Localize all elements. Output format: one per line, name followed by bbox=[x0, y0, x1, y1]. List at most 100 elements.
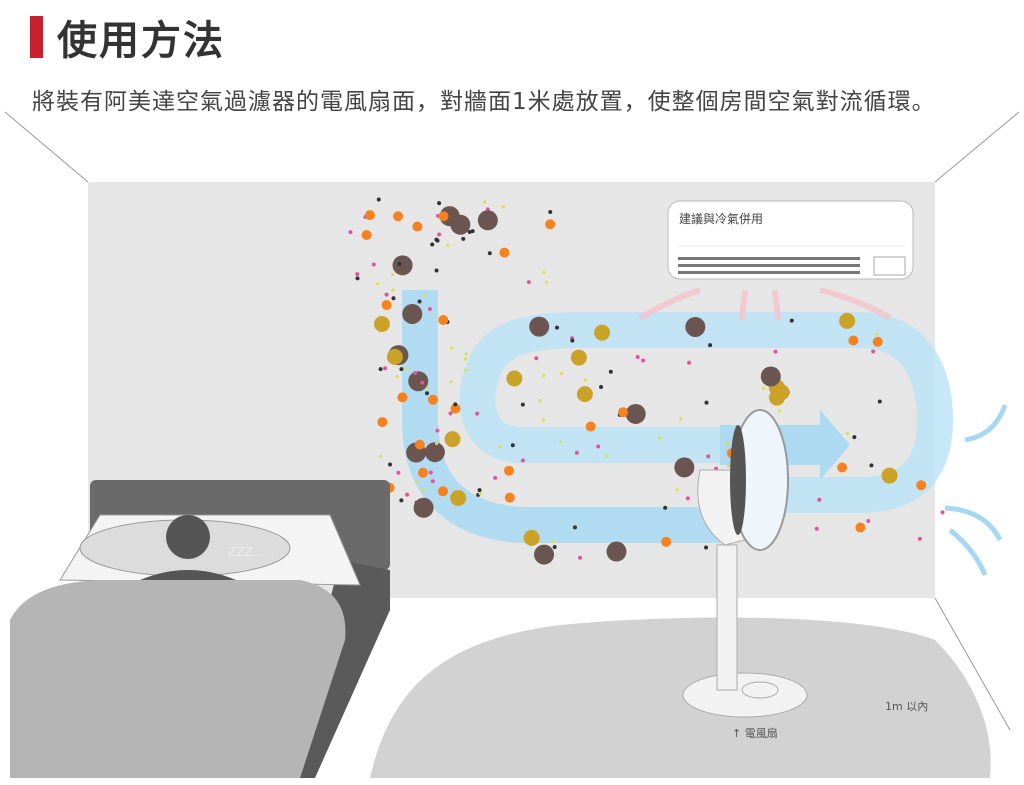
dot-particle bbox=[583, 378, 588, 382]
debris-particle bbox=[529, 316, 550, 337]
dot-particle bbox=[390, 272, 395, 277]
dust-particle bbox=[414, 439, 425, 450]
dust-particle bbox=[661, 536, 672, 547]
dot-particle bbox=[375, 282, 380, 286]
pollen-particle bbox=[881, 467, 898, 484]
dot-particle bbox=[391, 288, 395, 292]
dust-particle bbox=[855, 522, 866, 533]
dot-particle bbox=[869, 463, 874, 468]
dot-particle bbox=[510, 443, 515, 448]
air-conditioner bbox=[667, 200, 914, 280]
dot-particle bbox=[463, 357, 468, 361]
dot-particle bbox=[493, 475, 498, 480]
electric-fan bbox=[682, 409, 808, 718]
dot-particle bbox=[475, 411, 480, 416]
accent-bar bbox=[30, 16, 43, 58]
dot-particle bbox=[421, 487, 425, 491]
dot-particle bbox=[599, 384, 604, 389]
dot-particle bbox=[399, 498, 404, 503]
dot-particle bbox=[635, 354, 640, 359]
dot-particle bbox=[559, 371, 564, 376]
dot-particle bbox=[487, 251, 492, 256]
dust-particle bbox=[837, 462, 848, 473]
dust-particle bbox=[916, 480, 927, 491]
dot-particle bbox=[483, 200, 487, 204]
dot-particle bbox=[420, 380, 425, 385]
dot-particle bbox=[572, 525, 577, 530]
dust-particle bbox=[377, 417, 388, 428]
dust-particle bbox=[450, 403, 461, 414]
dot-particle bbox=[871, 349, 876, 354]
dot-particle bbox=[679, 417, 683, 421]
dot-particle bbox=[383, 366, 388, 371]
dot-particle bbox=[726, 441, 730, 446]
pollen-particle bbox=[839, 312, 856, 329]
debris-particle bbox=[760, 366, 781, 387]
dot-particle bbox=[384, 292, 389, 297]
dot-particle bbox=[413, 370, 418, 375]
dot-particle bbox=[817, 497, 822, 502]
dust-particle bbox=[848, 335, 859, 346]
dot-particle bbox=[453, 402, 458, 407]
debris-particle bbox=[674, 457, 695, 478]
pollen-particle bbox=[506, 370, 523, 387]
dot-particle bbox=[538, 398, 542, 403]
dot-particle bbox=[940, 510, 945, 515]
dust-particle bbox=[499, 247, 510, 258]
dot-particle bbox=[446, 243, 450, 248]
dot-particle bbox=[376, 197, 381, 202]
debris-particle bbox=[625, 403, 646, 424]
dot-particle bbox=[726, 464, 731, 468]
dot-particle bbox=[708, 343, 713, 348]
debris-particle bbox=[450, 214, 471, 235]
dot-particle bbox=[605, 454, 609, 458]
dot-particle bbox=[424, 391, 429, 396]
dust-particle bbox=[397, 392, 408, 403]
dot-particle bbox=[541, 374, 546, 378]
dust-particle bbox=[618, 407, 629, 418]
dot-particle bbox=[559, 440, 563, 444]
sleep-text: ZZZ... bbox=[228, 545, 265, 559]
dot-particle bbox=[405, 492, 410, 497]
room-lines bbox=[4, 111, 1020, 731]
dot-particle bbox=[434, 237, 439, 242]
dot-particle bbox=[658, 436, 662, 440]
dust-particle bbox=[364, 210, 375, 221]
distance-label: 1m 以內 bbox=[885, 700, 929, 713]
pollen-particle bbox=[576, 386, 593, 403]
dot-particle bbox=[789, 318, 794, 323]
dot-particle bbox=[355, 272, 360, 277]
dot-particle bbox=[777, 409, 781, 413]
pollen-particle bbox=[773, 384, 790, 401]
dot-particle bbox=[574, 450, 579, 455]
dot-particle bbox=[435, 428, 440, 433]
dot-particle bbox=[397, 261, 402, 266]
debris-particle bbox=[534, 544, 555, 565]
debris-particle bbox=[477, 210, 498, 231]
dot-particle bbox=[641, 358, 646, 363]
sleeper-head bbox=[166, 515, 210, 559]
dot-particle bbox=[477, 488, 482, 493]
dust-particle bbox=[437, 486, 448, 497]
debris-particle bbox=[408, 371, 429, 392]
dot-particle bbox=[430, 242, 435, 247]
debris-particle bbox=[424, 442, 445, 463]
dot-particle bbox=[348, 230, 353, 235]
bed bbox=[10, 480, 390, 778]
dot-particle bbox=[396, 470, 401, 475]
dot-particle bbox=[434, 268, 439, 273]
dot-particle bbox=[464, 352, 468, 356]
pollen-particle bbox=[523, 529, 540, 546]
instruction-text: 將裝有阿美達空氣過濾器的電風扇面，對牆面1米處放置，使整個房間空氣對流循環。 bbox=[32, 89, 936, 115]
dot-particle bbox=[448, 411, 453, 416]
dust-particle bbox=[872, 336, 883, 347]
pollen-particle bbox=[444, 431, 461, 448]
dot-particle bbox=[464, 368, 468, 373]
dot-particle bbox=[866, 519, 871, 524]
dot-particle bbox=[875, 332, 879, 336]
dot-particle bbox=[485, 207, 490, 212]
dot-particle bbox=[773, 349, 778, 354]
debris-particle bbox=[413, 497, 434, 518]
dot-particle bbox=[545, 280, 549, 284]
dot-particle bbox=[395, 374, 399, 379]
